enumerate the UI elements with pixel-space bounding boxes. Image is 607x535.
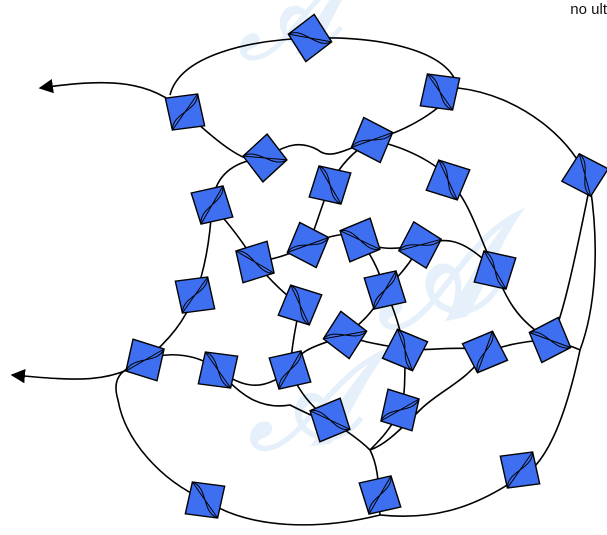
diamond-tile [339, 217, 381, 263]
diamond-tile [125, 338, 165, 382]
diamond-tile-crossing [171, 93, 199, 131]
diamond-tile [235, 240, 275, 284]
diamond-tile [381, 328, 429, 372]
diamond-tile [380, 388, 420, 432]
diamond-tile [419, 73, 461, 111]
diamond-tile-crossing [373, 270, 397, 310]
diamond-tile [286, 221, 330, 269]
diamond-tile [277, 284, 323, 326]
diamond-tile-crossing [322, 330, 368, 340]
diamond-tile-crossing [578, 153, 592, 197]
diamond-tile [164, 93, 206, 131]
diamond-tile [425, 159, 471, 201]
diamond-tile-crossing [181, 276, 209, 314]
diamond-tile-crossing [290, 284, 310, 326]
diamond-tile-crossing [427, 73, 453, 111]
diamond-tile-crossing [288, 32, 332, 44]
diamond-tile [309, 397, 351, 443]
diamond-tile-crossing [205, 351, 231, 389]
diamond-tile-crossing [278, 350, 302, 390]
diamond-tile [499, 451, 541, 489]
diamond-tile [322, 310, 368, 360]
diamond-tile-crossing [380, 398, 420, 422]
diamond-tile [184, 481, 226, 519]
svg-text:𝒜: 𝒜 [358, 181, 548, 361]
diamond-tile [287, 13, 333, 63]
diamond-tile [461, 330, 509, 374]
diamond-tile-crossing [398, 238, 442, 252]
diamond-tile [174, 276, 216, 314]
diamond-tile-crossing [200, 185, 224, 225]
diamond-tile [197, 351, 239, 389]
diamond-tile-crossing [318, 165, 342, 205]
diamond-tile-crossing [506, 451, 534, 489]
diamond-tile [473, 250, 517, 290]
corner-caption: no ult [570, 1, 607, 18]
diamond-tile-crossing [242, 153, 288, 163]
svg-text:𝒜: 𝒜 [237, 323, 404, 479]
diamond-tile-crossing [483, 250, 507, 290]
diamond-tile [363, 270, 407, 310]
diamond-tile-crossing [476, 331, 494, 373]
diamond-tile-crossing [438, 159, 458, 201]
diamond-tile-crossing [125, 348, 165, 372]
diamond-tile-crossing [309, 410, 351, 430]
diamond-tile-crossing [397, 328, 413, 372]
diamond-tile [190, 185, 234, 225]
diamond-tile-crossing [339, 230, 381, 250]
diamond-tile-crossing [286, 237, 330, 253]
tile-layer [125, 13, 607, 519]
outer-bottom-arc [115, 359, 381, 526]
upper-left-arrow [38, 79, 186, 113]
diamond-tile-crossing [368, 475, 392, 515]
diamond-tile [560, 152, 607, 198]
diamond-tile [358, 475, 402, 515]
diamond-tile [350, 116, 394, 164]
diamond-tile [268, 350, 312, 390]
diamond-tile-crossing [192, 481, 218, 519]
diamond-tile-crossing [235, 250, 275, 274]
diamond-tile [308, 165, 352, 205]
diamond-tile-crossing [350, 132, 394, 148]
diamond-tile [242, 133, 288, 183]
diamond-tile [528, 316, 572, 364]
diamond-tile-crossing [529, 331, 571, 349]
diamond-tile [397, 220, 443, 270]
